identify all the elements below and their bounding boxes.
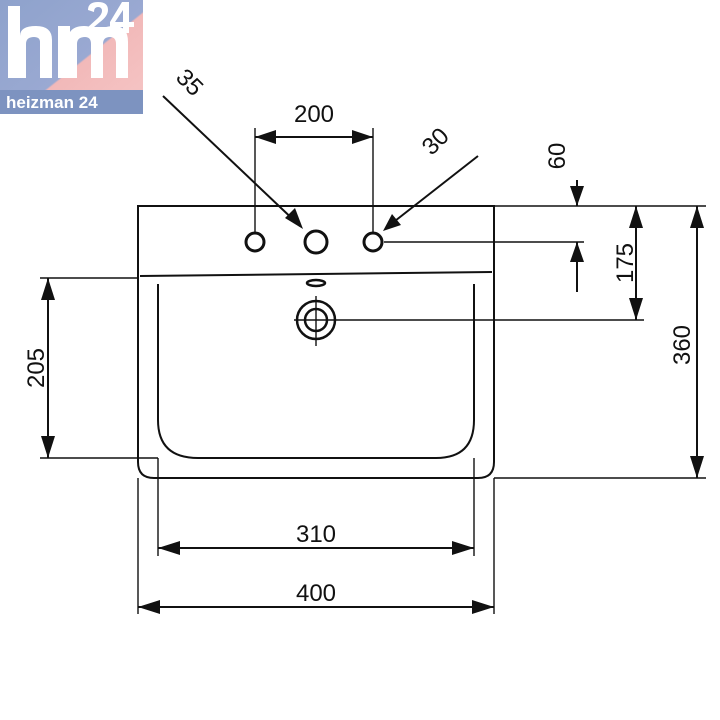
dim-total-depth: 360: [669, 325, 696, 365]
heizman24-logo: heizman 24: [0, 0, 143, 114]
basin-bowl: [157, 284, 475, 459]
dim-bowl-depth: 205: [23, 348, 50, 388]
tap-hole-center: [303, 229, 329, 255]
tap-hole-right: [362, 231, 384, 253]
dim-rim-to-overflow: 175: [612, 243, 639, 283]
tap-hole-left: [244, 231, 266, 253]
left-hole-leader: [162, 95, 301, 227]
dim-rim-to-hole: 60: [544, 143, 571, 170]
dim-total-width: 400: [296, 580, 336, 607]
overflow-slot: [305, 278, 327, 288]
basin-outline: [137, 205, 495, 479]
right-hole-leader: [385, 155, 479, 229]
dim-bowl-width: 310: [296, 521, 336, 548]
svg-text:heizman 24: heizman 24: [6, 93, 98, 112]
dim-right-hole: 30: [417, 123, 455, 161]
dim-left-hole: 35: [170, 64, 208, 102]
basin-rim-line: [139, 271, 493, 277]
dim-hole-spacing: 200: [294, 101, 334, 128]
